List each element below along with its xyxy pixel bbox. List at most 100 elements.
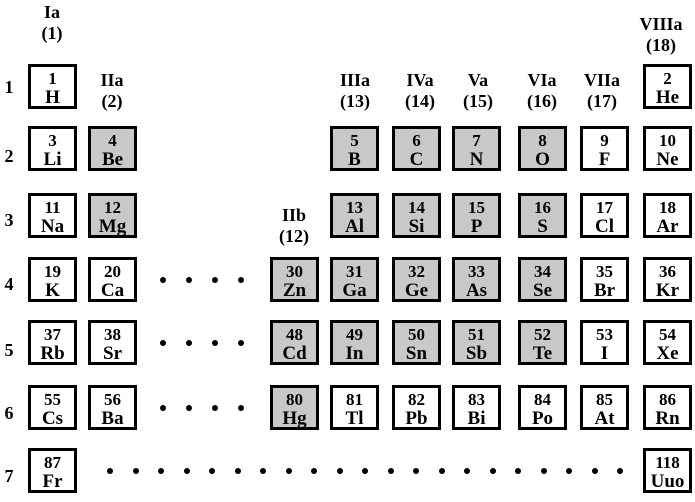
element-symbol: Sb [465, 343, 488, 364]
ellipsis-dot [160, 277, 166, 283]
atomic-number: 5 [350, 131, 359, 150]
group-name: VIIIa [639, 14, 683, 34]
atomic-number: 84 [534, 390, 551, 409]
ellipsis-dot [362, 468, 368, 474]
element-symbol: H [45, 87, 60, 108]
element-symbol: I [600, 343, 609, 364]
atomic-number: 7 [472, 131, 481, 150]
atomic-number: 54 [659, 325, 676, 344]
ellipsis-dot [212, 405, 218, 411]
element-symbol: K [45, 280, 60, 301]
period-label: 4 [4, 274, 14, 294]
element-symbol: As [465, 280, 488, 301]
atomic-number: 13 [346, 198, 363, 217]
ellipsis-dot [234, 468, 241, 474]
element-symbol: Ge [404, 280, 429, 301]
atomic-number: 18 [659, 198, 676, 217]
atomic-number: 32 [408, 262, 425, 281]
group-number: (14) [405, 91, 435, 111]
element-symbol: Bi [467, 408, 486, 429]
element-symbol: C [409, 149, 424, 170]
ellipsis-dot [160, 340, 166, 346]
element-symbol: Na [40, 216, 65, 237]
atomic-number: 2 [663, 69, 672, 88]
atomic-number: 9 [600, 131, 609, 150]
group-name: Va [467, 70, 489, 90]
ellipsis-dot [285, 468, 292, 474]
atomic-number: 10 [659, 131, 676, 150]
element-symbol: Ga [342, 280, 367, 301]
period-label: 1 [4, 77, 14, 97]
ellipsis-dot [186, 340, 192, 346]
element-symbol: At [594, 408, 615, 429]
element-symbol: Be [101, 149, 124, 170]
atomic-number: 48 [286, 325, 303, 344]
group-header-14: IVa (14) [395, 70, 445, 112]
atomic-number: 86 [659, 390, 676, 409]
period-label: 3 [4, 210, 14, 230]
group-name: VIa [527, 70, 557, 90]
ellipsis-dot [209, 468, 215, 474]
element-symbol: Cs [41, 408, 64, 429]
ellipsis-dot [158, 468, 164, 474]
atomic-number: 35 [596, 262, 613, 281]
atomic-number: 14 [408, 198, 425, 217]
group-number: (1) [41, 23, 63, 43]
group-number: (2) [101, 91, 123, 111]
atomic-number: 1 [48, 69, 57, 88]
atomic-number: 19 [44, 262, 61, 281]
atomic-number: 3 [48, 131, 57, 150]
element-symbol: Ne [656, 149, 679, 170]
atomic-number: 118 [655, 453, 680, 472]
atomic-number: 30 [286, 262, 303, 281]
ellipsis-dot [238, 277, 244, 283]
atomic-number: 15 [468, 198, 485, 217]
atomic-number: 16 [534, 198, 551, 217]
ellipsis-dot [311, 468, 317, 474]
ellipsis-dot [413, 468, 419, 474]
atomic-number: 82 [408, 390, 425, 409]
element-symbol: Sr [103, 343, 122, 364]
ellipsis-dot [186, 405, 192, 411]
atomic-number: 52 [534, 325, 551, 344]
element-symbol: He [655, 87, 680, 108]
element-symbol: Ar [656, 216, 679, 237]
period-label: 6 [4, 403, 14, 423]
atomic-number: 12 [104, 198, 121, 217]
atomic-number: 55 [44, 390, 61, 409]
ellipsis-dot [183, 468, 190, 474]
element-symbol: Po [531, 408, 554, 429]
element-symbol: F [598, 149, 611, 170]
element-symbol: Kr [655, 280, 680, 301]
ellipsis-dot [107, 468, 113, 474]
element-symbol: Se [533, 280, 552, 301]
